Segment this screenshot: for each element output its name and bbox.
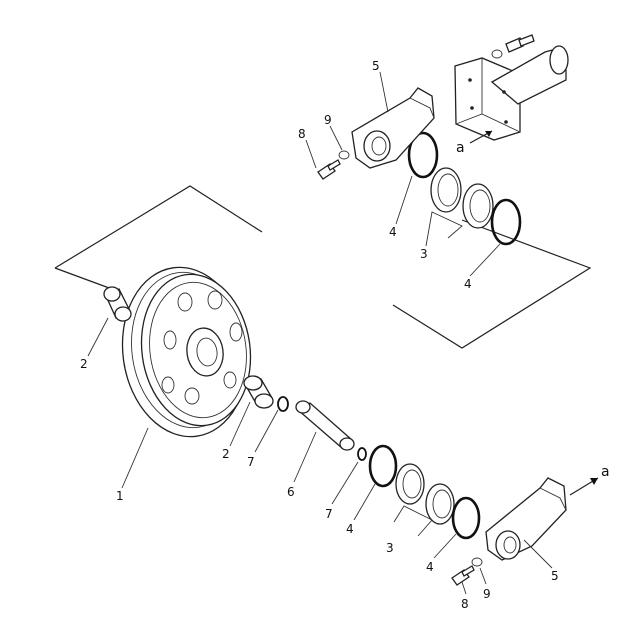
ring-upper-left — [407, 131, 439, 179]
bolt-upper — [317, 159, 341, 180]
top-washer — [491, 49, 503, 59]
label-ring-upper-right: 4 — [464, 277, 472, 291]
bushing-right — [243, 375, 274, 409]
seal-lower-b — [425, 483, 455, 525]
label-arrow-a-upper: a — [456, 140, 465, 156]
label-ring-upper-left: 4 — [389, 225, 397, 239]
seal-upper-a — [430, 167, 462, 213]
callout-labels: 1 2 2 7 6 7 4 3 4 5 8 9 5 8 9 4 3 4 a a — [80, 59, 610, 611]
idler-wheel — [121, 266, 252, 438]
label-bushing-left: 2 — [80, 357, 88, 371]
label-washer-upper: 9 — [324, 113, 332, 127]
seal-upper-b — [462, 183, 494, 229]
label-seal-group-upper: 3 — [420, 247, 428, 261]
oring-left — [277, 396, 289, 412]
ring-lower-right — [451, 496, 481, 540]
upper-housing — [454, 45, 569, 141]
washer-lower — [471, 557, 483, 567]
ring-upper-right — [490, 198, 522, 246]
label-ring-lower-left: 4 — [346, 522, 354, 536]
seal-lower-a — [395, 463, 425, 505]
leader-lines — [87, 71, 553, 595]
label-idler-wheel: 1 — [116, 489, 124, 503]
label-oring-right: 7 — [325, 507, 333, 521]
label-washer-lower: 9 — [483, 587, 491, 601]
bracket-lower — [485, 477, 567, 561]
label-bushing-right: 2 — [222, 447, 230, 461]
label-bolt-lower: 8 — [461, 597, 469, 611]
bracket-upper — [351, 87, 435, 169]
label-bolt-upper: 8 — [298, 127, 306, 141]
label-seal-group-lower: 3 — [386, 541, 394, 555]
arrow-a-lower — [569, 477, 599, 496]
label-shaft: 6 — [287, 485, 295, 499]
label-arrow-a-lower: a — [601, 464, 610, 480]
top-bolt — [505, 34, 535, 53]
bushing-left — [103, 286, 132, 322]
label-bracket-upper: 5 — [372, 59, 380, 73]
washer-upper — [338, 150, 350, 160]
label-oring-left: 7 — [247, 455, 255, 469]
label-bracket-lower: 5 — [551, 569, 559, 583]
ring-lower-left — [368, 444, 398, 488]
label-ring-lower-right: 4 — [426, 560, 434, 574]
oring-right — [357, 447, 367, 461]
arrow-a-upper — [469, 130, 493, 144]
bolt-lower — [451, 565, 475, 586]
shaft — [295, 400, 355, 451]
